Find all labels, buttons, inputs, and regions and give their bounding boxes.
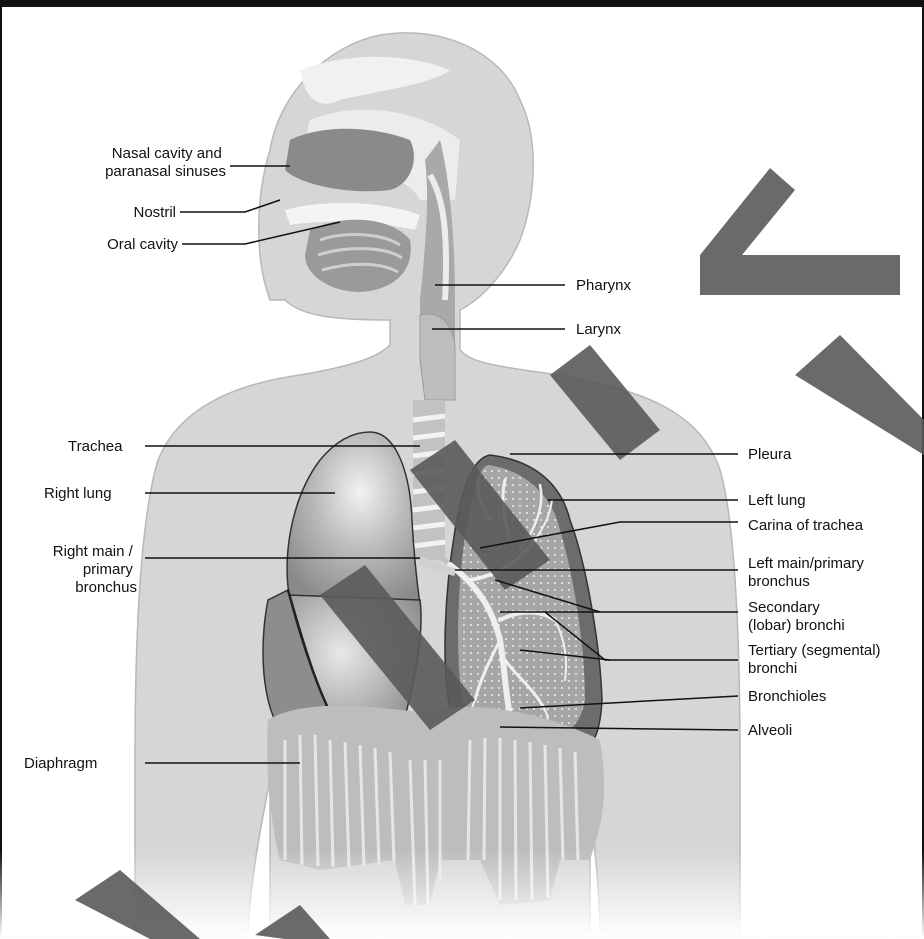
label-alveoli: Alveoli [748, 722, 792, 739]
label-oral-cavity: Oral cavity [107, 236, 178, 253]
larynx-shape [420, 314, 455, 400]
label-nostril: Nostril [133, 204, 176, 221]
label-trachea: Trachea [68, 438, 123, 455]
label-pleura: Pleura [748, 446, 792, 463]
label-pharynx: Pharynx [576, 277, 632, 294]
label-larynx: Larynx [576, 321, 622, 338]
label-secondary-bronchi: Secondary (lobar) bronchi [748, 599, 845, 634]
label-tertiary-bronchi: Tertiary (segmental) bronchi [748, 642, 885, 677]
label-right-main-bronchus: Right main / primary bronchus [53, 543, 137, 596]
label-diaphragm: Diaphragm [24, 755, 97, 772]
label-nasal-cavity: Nasal cavity and paranasal sinuses [105, 145, 226, 180]
label-carina: Carina of trachea [748, 517, 864, 534]
label-left-main-bronchus: Left main/primary bronchus [748, 555, 868, 590]
label-left-lung: Left lung [748, 492, 806, 509]
label-right-lung: Right lung [44, 485, 112, 502]
label-bronchioles: Bronchioles [748, 688, 826, 705]
